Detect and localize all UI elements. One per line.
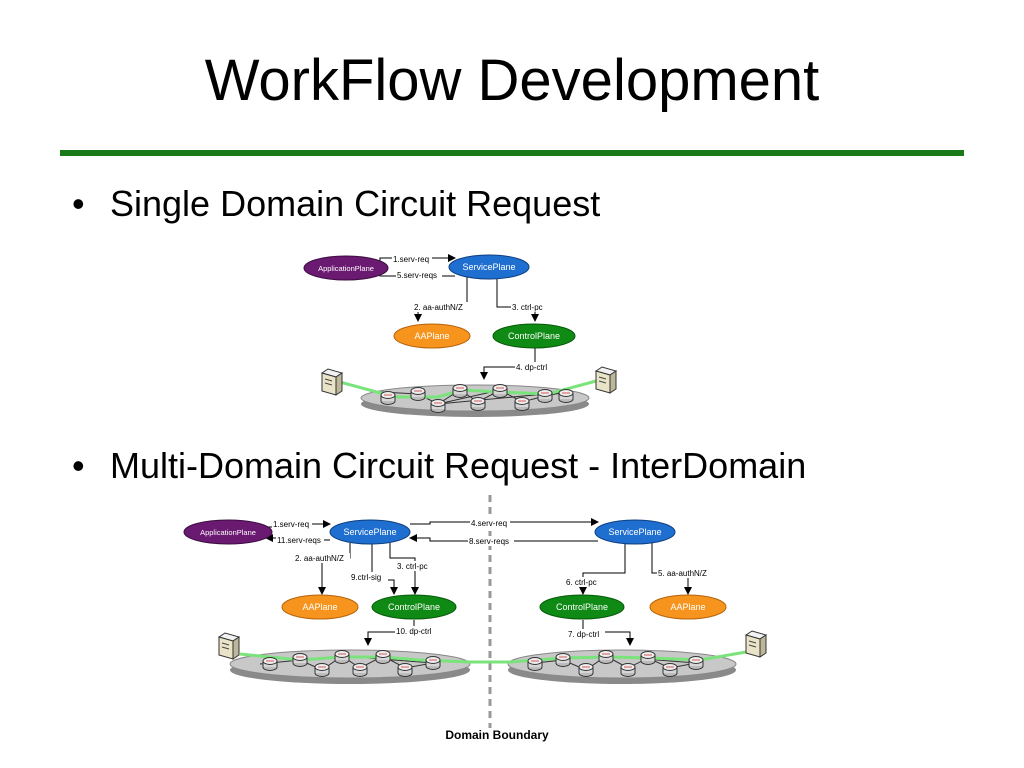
edge-label-aa-authnz-2: 2. aa-authN/Z xyxy=(295,554,344,563)
single-domain-diagram: 1.serv-req 5.serv-reqs 2. aa-authN/Z 3. … xyxy=(303,254,617,417)
router-icon xyxy=(380,391,396,405)
edge-label-ctrl-pc-6: 6. ctrl-pc xyxy=(566,578,597,587)
edge-label-aa-authnz-5: 5. aa-authN/Z xyxy=(658,569,707,578)
router-icon xyxy=(620,663,636,677)
router-icon xyxy=(640,651,656,665)
edge-label-ctrl-sig-9: 9.ctrl-sig xyxy=(351,573,381,582)
edge-aa-authnz xyxy=(414,277,468,322)
edge-label-ctrl-pc: 3. ctrl-pc xyxy=(512,303,543,312)
router-icon xyxy=(578,663,594,677)
edge-ctrl-pc xyxy=(496,277,539,322)
node-label: ApplicationPlane xyxy=(200,528,256,537)
server-icon xyxy=(218,632,240,660)
router-icon xyxy=(430,399,446,413)
edge-label-serv-reqs-11: 11.serv-reqs xyxy=(277,536,321,545)
router-icon xyxy=(425,656,441,670)
router-icon xyxy=(555,653,571,667)
router-icon xyxy=(375,650,391,664)
edge-label-dp-ctrl-10: 10. dp-ctrl xyxy=(396,627,432,636)
edge-serv-req-4 xyxy=(410,518,599,526)
node-service-plane-left: ServicePlane xyxy=(329,519,411,545)
edge-label-serv-req: 1.serv-req xyxy=(393,255,429,264)
node-label: ApplicationPlane xyxy=(318,264,374,273)
domain-boundary-label: Domain Boundary xyxy=(445,728,549,742)
bullet-text: Multi-Domain Circuit Request - InterDoma… xyxy=(110,445,807,486)
router-icon xyxy=(314,663,330,677)
edge-dp-ctrl-7 xyxy=(582,620,634,646)
router-icon xyxy=(537,389,553,403)
node-aa-plane-left: AAPlane xyxy=(281,594,359,620)
edge-dp-ctrl xyxy=(480,347,536,380)
node-label: AAPlane xyxy=(414,331,449,341)
bullet-text: Single Domain Circuit Request xyxy=(110,183,601,224)
multi-domain-diagram: 1.serv-req 11.serv-reqs 4.serv-req 8.ser… xyxy=(183,495,767,742)
router-icon xyxy=(688,656,704,670)
router-icon xyxy=(527,657,543,671)
edge-ctrl-pc-3 xyxy=(389,543,419,595)
node-application-plane: ApplicationPlane xyxy=(303,255,389,281)
edge-label-serv-reqs: 5.serv-reqs xyxy=(397,271,437,280)
node-label: ControlPlane xyxy=(556,602,608,612)
router-icon xyxy=(492,384,508,398)
server-icon xyxy=(321,368,343,396)
router-icon xyxy=(452,384,468,398)
bullet-marker: • xyxy=(72,183,85,224)
node-control-plane-right: ControlPlane xyxy=(539,594,625,620)
edge-label-serv-reqs-8: 8.serv-reqs xyxy=(469,537,509,546)
node-label: AAPlane xyxy=(670,602,705,612)
router-icon xyxy=(514,397,530,411)
edge-label-dp-ctrl: 4. dp-ctrl xyxy=(516,363,547,372)
router-icon xyxy=(334,650,350,664)
router-icon xyxy=(352,663,368,677)
router-icon xyxy=(598,650,614,664)
node-label: ControlPlane xyxy=(388,602,440,612)
router-icon xyxy=(262,657,278,671)
node-label: ServicePlane xyxy=(608,527,661,537)
router-icon xyxy=(410,387,426,401)
router-icon xyxy=(558,389,574,403)
node-label: ServicePlane xyxy=(343,527,396,537)
server-icon xyxy=(745,630,767,658)
edge-ctrl-sig-9 xyxy=(371,543,398,595)
node-control-plane: ControlPlane xyxy=(492,323,576,349)
server-icon xyxy=(595,366,617,394)
title-underline xyxy=(60,150,964,156)
router-icon xyxy=(662,663,678,677)
edge-label-aa-authnz: 2. aa-authN/Z xyxy=(414,303,463,312)
node-aa-plane: AAPlane xyxy=(393,323,471,349)
slide-title: WorkFlow Development xyxy=(204,48,820,113)
node-aa-plane-right: AAPlane xyxy=(649,594,727,620)
router-icon xyxy=(292,653,308,667)
node-service-plane-right: ServicePlane xyxy=(594,519,676,545)
node-control-plane-left: ControlPlane xyxy=(371,594,457,620)
node-label: ServicePlane xyxy=(462,262,515,272)
router-icon xyxy=(470,397,486,411)
router-icon xyxy=(397,663,413,677)
edge-label-dp-ctrl-7: 7. dp-ctrl xyxy=(568,630,599,639)
edge-aa-authnz-2 xyxy=(318,543,351,595)
node-label: ControlPlane xyxy=(508,331,560,341)
edge-label-ctrl-pc-3: 3. ctrl-pc xyxy=(397,562,428,571)
edge-label-serv-req-1: 1.serv-req xyxy=(273,520,309,529)
node-label: AAPlane xyxy=(302,602,337,612)
node-service-plane: ServicePlane xyxy=(448,254,530,280)
edge-label-serv-req-4: 4.serv-req xyxy=(471,519,507,528)
node-application-plane: ApplicationPlane xyxy=(183,519,273,545)
bullet-marker: • xyxy=(72,445,85,486)
